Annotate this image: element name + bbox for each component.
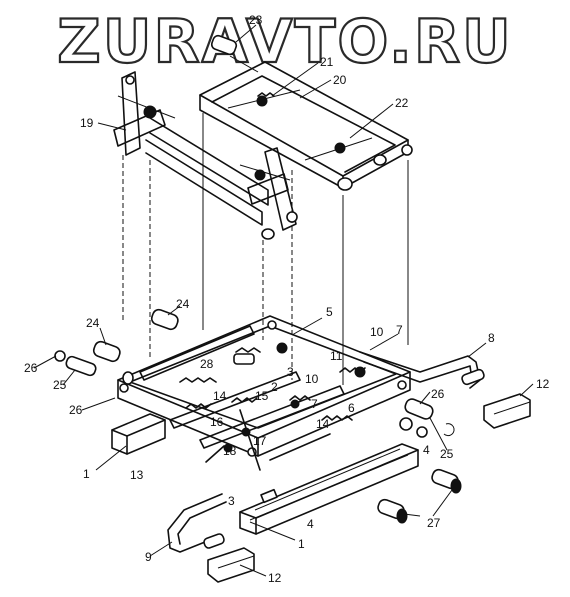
callout-9: 9 xyxy=(145,550,152,564)
callout-12: 12 xyxy=(268,571,282,585)
release-handle-right xyxy=(359,351,485,389)
callout-12: 12 xyxy=(536,377,550,391)
seat-adjust-mechanism xyxy=(179,342,366,471)
callout-3: 3 xyxy=(287,365,294,379)
seat-slide-rails xyxy=(111,413,419,535)
callout-4: 4 xyxy=(307,517,314,531)
callout-24: 24 xyxy=(176,297,190,311)
callout-14: 14 xyxy=(213,389,227,403)
callout-27: 27 xyxy=(427,516,441,530)
callout-7: 7 xyxy=(396,323,403,337)
callout-1: 1 xyxy=(298,537,305,551)
callout-11: 11 xyxy=(330,349,343,363)
callout-28: 28 xyxy=(200,357,214,371)
callout-1: 1 xyxy=(83,467,90,481)
callout-2: 2 xyxy=(271,380,278,394)
bushings-left xyxy=(54,308,179,385)
adjust-handle-front xyxy=(167,493,227,553)
callout-25: 25 xyxy=(53,378,67,392)
end-caps xyxy=(207,393,531,583)
callout-26: 26 xyxy=(69,403,83,417)
callout-5: 5 xyxy=(326,305,333,319)
callout-22: 22 xyxy=(395,96,409,110)
callout-3: 3 xyxy=(228,494,235,508)
watermark-text: ZURAVTO.RU xyxy=(57,7,513,77)
callout-labels: 1 1 2 3 3 4 4 5 6 7 7 8 9 10 10 11 12 12… xyxy=(24,13,550,585)
callout-23: 23 xyxy=(249,13,263,27)
callout-8: 8 xyxy=(488,331,495,345)
bolts xyxy=(377,468,462,524)
callout-25: 25 xyxy=(440,447,454,461)
callout-10: 10 xyxy=(370,325,384,339)
callout-18: 18 xyxy=(223,444,237,458)
callout-19: 19 xyxy=(80,116,94,130)
callout-10: 10 xyxy=(305,372,319,386)
callout-4: 4 xyxy=(423,443,430,457)
callout-20: 20 xyxy=(333,73,347,87)
callout-13: 13 xyxy=(130,468,144,482)
callout-15: 15 xyxy=(255,389,269,403)
bushings-right xyxy=(399,398,455,438)
callout-6: 6 xyxy=(348,401,355,415)
callout-leaders xyxy=(33,24,534,577)
callout-7: 7 xyxy=(311,397,318,411)
callout-21: 21 xyxy=(320,55,334,69)
upper-rear-frame xyxy=(199,34,413,385)
callout-24: 24 xyxy=(86,316,100,330)
callout-26: 26 xyxy=(24,361,38,375)
callout-16: 16 xyxy=(210,415,224,429)
callout-14: 14 xyxy=(316,417,330,431)
callout-17: 17 xyxy=(253,434,267,448)
callout-26: 26 xyxy=(431,387,445,401)
